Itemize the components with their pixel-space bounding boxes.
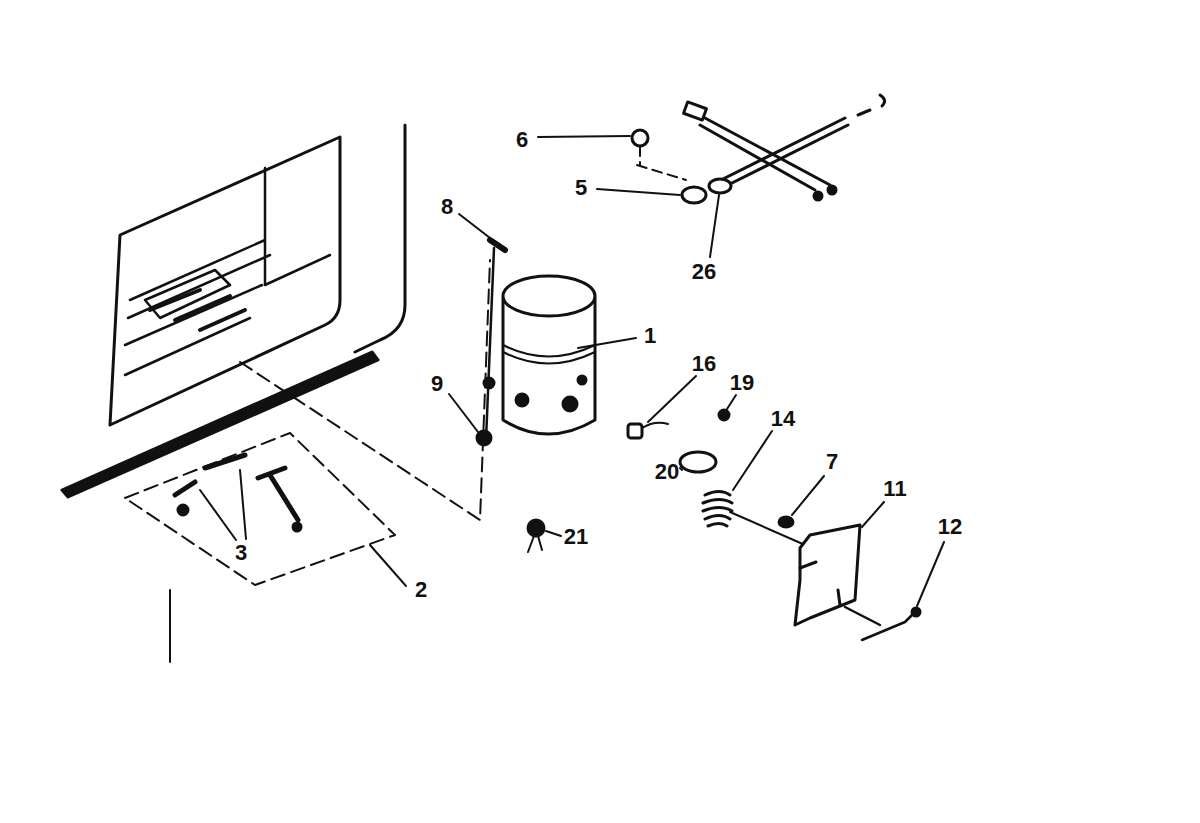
leader-line [449, 394, 478, 432]
plate-part [178, 505, 188, 515]
wire-terminal [828, 186, 836, 194]
compressor-top [503, 276, 595, 316]
connector [684, 102, 707, 120]
tube-fitting [490, 240, 505, 250]
callout-number: 6 [514, 128, 530, 152]
callout-number: 16 [690, 352, 718, 376]
callout-number: 1 [642, 324, 658, 348]
screw [719, 410, 729, 420]
leader-line [578, 338, 636, 348]
wire-end [858, 95, 885, 115]
bolt-head [632, 130, 648, 146]
spring [703, 492, 732, 527]
leader-line [792, 476, 824, 515]
callout-number: 14 [769, 407, 797, 431]
clip [845, 607, 915, 640]
callout-number: 26 [690, 260, 718, 284]
leader-line [459, 214, 490, 238]
callout-number: 21 [562, 525, 590, 549]
base-plate [125, 433, 395, 585]
leader-line [727, 395, 736, 409]
cabinet-side [355, 125, 405, 352]
cabinet-inner-detail [150, 290, 245, 330]
cord-grommet [528, 520, 544, 536]
callout-number: 20 [653, 460, 681, 484]
callout-number: 9 [429, 372, 445, 396]
callout-number: 7 [824, 450, 840, 474]
plate-part [293, 523, 301, 531]
leader-line [546, 531, 561, 536]
leader-line [733, 431, 772, 490]
capacitor [680, 452, 716, 472]
washer [682, 187, 706, 203]
compressor [503, 298, 595, 434]
leader-line [917, 542, 944, 606]
leader-line [710, 195, 719, 257]
leader-lines [200, 136, 944, 606]
compressor-fitting [578, 376, 586, 384]
callout-number: 3 [233, 541, 249, 565]
callout-number: 19 [728, 371, 756, 395]
mount-line [730, 512, 805, 545]
plate-part [258, 468, 298, 520]
wire-terminal [814, 192, 822, 200]
callout-number: 2 [413, 578, 429, 602]
relay-lead [642, 423, 668, 428]
bracket-detail [800, 562, 840, 605]
grommet [484, 378, 494, 388]
tube [486, 248, 494, 440]
assembly-line [240, 260, 490, 520]
leader-line [200, 470, 246, 540]
connector-plug [709, 179, 731, 193]
compressor-fitting [563, 397, 577, 411]
compressor-fitting [516, 394, 528, 406]
callout-number: 5 [573, 176, 589, 200]
callout-number: 11 [881, 477, 908, 501]
relay [628, 424, 642, 438]
leader-line [370, 545, 406, 586]
cabinet-inner [125, 168, 330, 375]
leader-line [862, 502, 884, 527]
nut [779, 517, 793, 527]
clip-end [912, 608, 920, 616]
callout-number: 8 [439, 195, 455, 219]
margin-mark [169, 590, 171, 662]
leader-line [538, 136, 630, 137]
plate-part [175, 455, 245, 495]
cord-grommet-legs [528, 536, 542, 552]
leader-line [648, 376, 696, 422]
callout-number: 12 [936, 515, 964, 539]
leader-line [597, 189, 680, 195]
cabinet-base [62, 352, 378, 497]
bolt-shank [637, 146, 686, 180]
grommet [477, 431, 491, 445]
leader-line [680, 468, 682, 470]
